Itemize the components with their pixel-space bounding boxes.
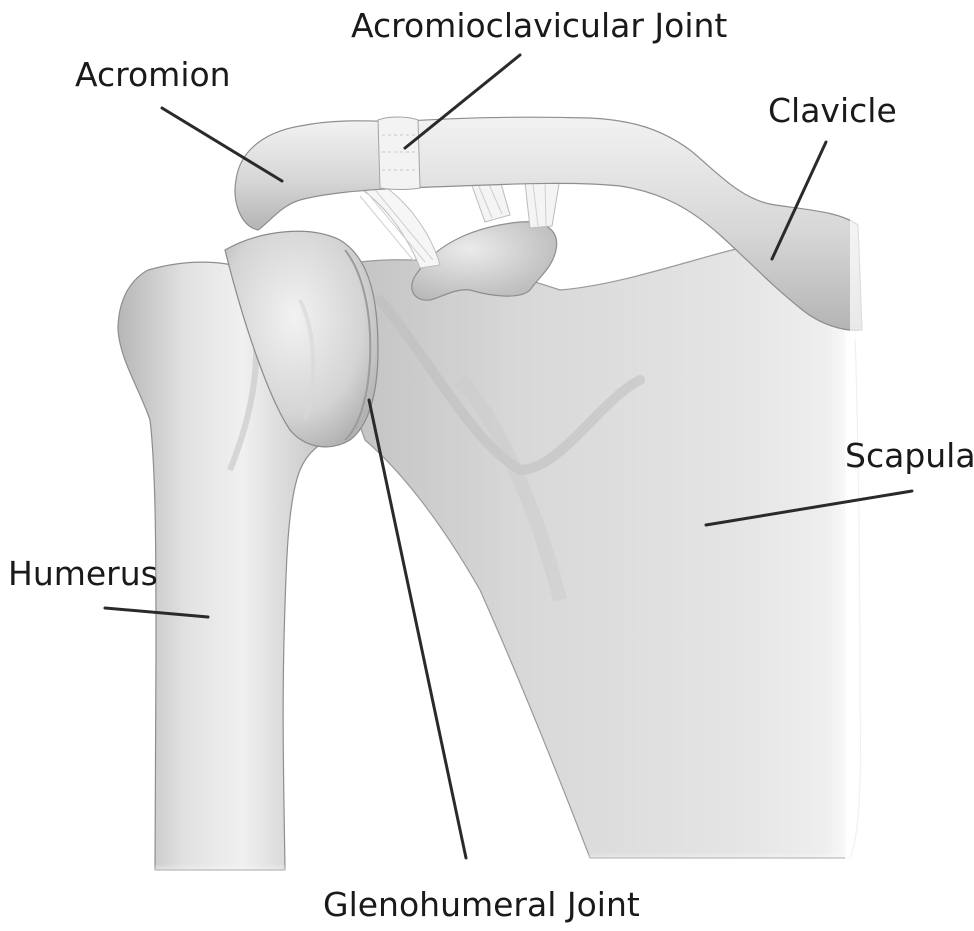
label-acromion: Acromion [75,55,231,94]
label-glenohumeral-joint: Glenohumeral Joint [323,885,640,924]
scapula-bone [340,230,885,870]
label-scapula: Scapula [845,436,974,475]
label-clavicle: Clavicle [768,91,897,130]
label-humerus: Humerus [8,554,158,593]
label-acromioclavicular-joint: Acromioclavicular Joint [351,6,727,45]
